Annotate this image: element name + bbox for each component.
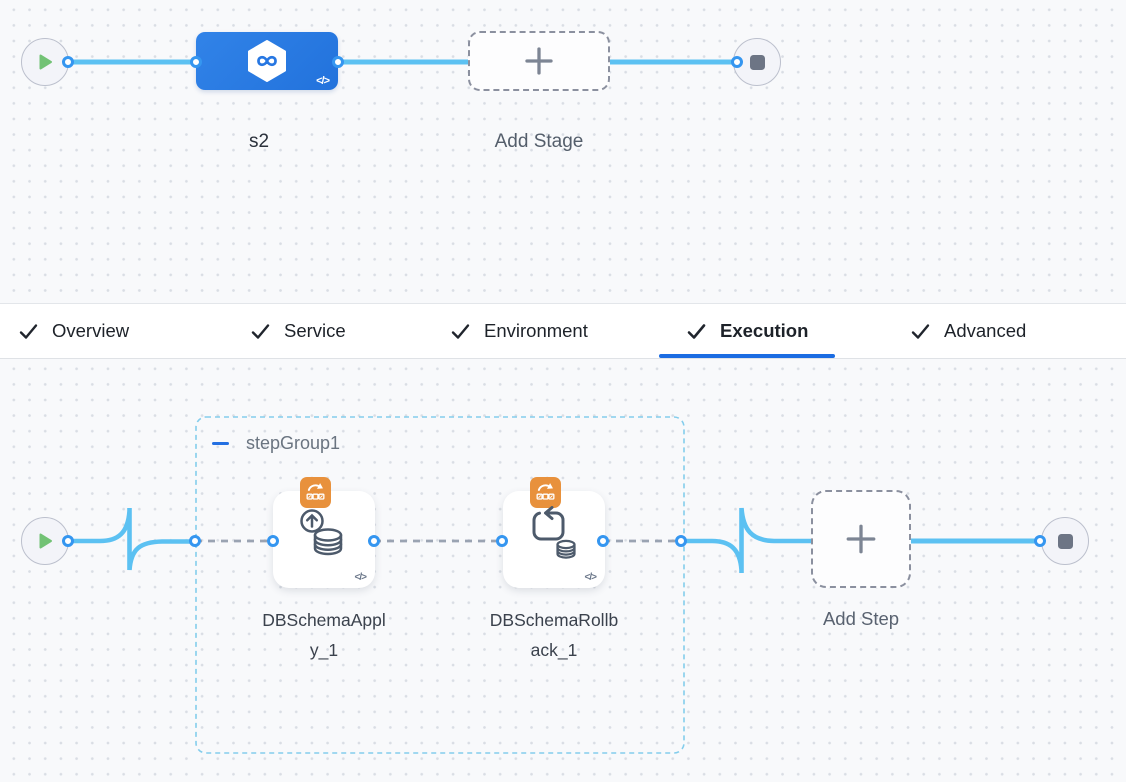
code-brackets-icon: </> — [584, 572, 598, 583]
step-label: DBSchemaRollback_1 — [489, 610, 619, 660]
port[interactable] — [61, 534, 74, 547]
tab-advanced[interactable]: Advanced — [910, 304, 1026, 358]
wire — [678, 507, 814, 573]
port[interactable] — [331, 55, 344, 68]
tab-label: Overview — [52, 320, 130, 341]
execution-canvas[interactable]: stepGroup1 — [0, 359, 1126, 782]
tab-label: Service — [284, 320, 346, 341]
step-group-name: stepGroup1 — [246, 433, 341, 453]
stage-config-tabs: Overview Service Environment Execution A… — [0, 303, 1126, 359]
port[interactable] — [1033, 534, 1046, 547]
check-icon — [451, 323, 470, 339]
step-group-boundary[interactable] — [195, 416, 685, 754]
code-brackets-icon: </> — [354, 572, 368, 583]
tab-overview[interactable]: Overview — [18, 304, 129, 358]
port[interactable] — [730, 55, 743, 68]
add-stage-label: Add Stage — [494, 131, 584, 152]
check-icon — [19, 323, 38, 339]
stage-canvas[interactable]: </> s2 Add Stage — [0, 0, 1126, 303]
port[interactable] — [674, 534, 687, 547]
add-step-button[interactable] — [811, 490, 911, 588]
step-node-dbschemaapply[interactable]: </> — [273, 477, 375, 588]
pipeline-start-node[interactable] — [21, 38, 69, 86]
tab-execution[interactable]: Execution — [659, 304, 836, 358]
wire — [65, 508, 198, 571]
tab-service[interactable]: Service — [250, 304, 346, 358]
plus-icon — [846, 524, 876, 554]
tab-label: Environment — [484, 320, 588, 341]
step-label: DBSchemaApply_1 — [262, 610, 386, 660]
port[interactable] — [189, 55, 202, 68]
add-step-label: Add Step — [822, 608, 900, 629]
tab-label: Execution — [720, 320, 809, 341]
play-icon — [39, 533, 52, 549]
check-icon — [251, 323, 270, 339]
stage-label: s2 — [248, 131, 270, 152]
rolling-strategy-icon — [300, 477, 331, 508]
stop-icon — [1057, 533, 1073, 549]
port[interactable] — [495, 534, 508, 547]
port[interactable] — [266, 534, 279, 547]
port[interactable] — [367, 534, 380, 547]
plus-icon — [525, 47, 553, 75]
tab-label: Advanced — [944, 320, 1027, 341]
play-icon — [39, 54, 52, 70]
stage-node-s2[interactable]: </> — [196, 32, 338, 90]
code-brackets-icon: </> — [316, 75, 330, 87]
execution-start-node[interactable] — [21, 517, 69, 565]
harness-hexagon-icon — [248, 40, 286, 82]
step-group-header: stepGroup1 — [212, 433, 340, 454]
step-node-dbschemarollback[interactable]: </> — [503, 477, 605, 588]
db-schema-rollback-icon — [532, 506, 576, 559]
stop-icon — [749, 54, 765, 70]
add-stage-button[interactable] — [468, 31, 610, 91]
rolling-strategy-icon — [530, 477, 561, 508]
port[interactable] — [61, 55, 74, 68]
active-tab-underline — [659, 354, 836, 358]
port[interactable] — [596, 534, 609, 547]
tab-environment[interactable]: Environment — [450, 304, 588, 358]
execution-end-node[interactable] — [1041, 517, 1089, 565]
check-icon — [911, 323, 930, 339]
db-schema-apply-icon — [300, 509, 343, 556]
port[interactable] — [188, 534, 201, 547]
collapse-minus-icon[interactable] — [212, 441, 229, 446]
check-icon — [687, 323, 706, 339]
